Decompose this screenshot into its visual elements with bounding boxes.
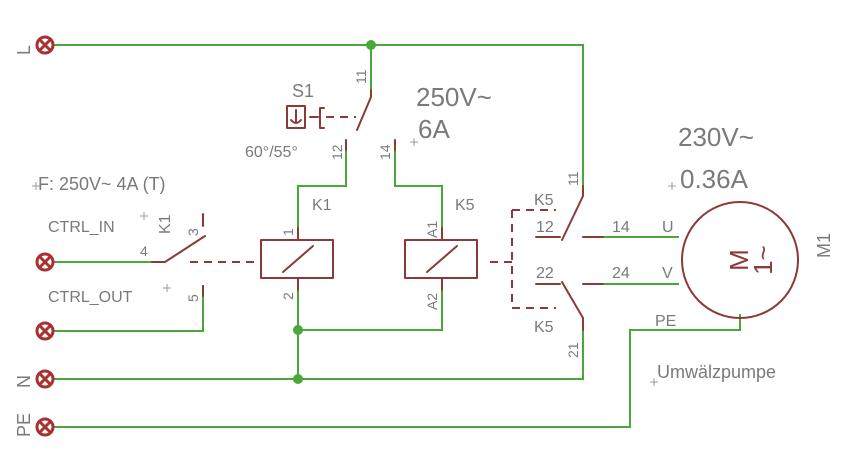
motor-terminal-pe: PE xyxy=(655,313,676,330)
terminal-l-label: L xyxy=(14,45,34,55)
k1-pin-3: 3 xyxy=(185,228,201,236)
k5-pin-21: 21 xyxy=(565,342,581,358)
wire-pe xyxy=(54,314,741,428)
pump-label: Umwälzpumpe xyxy=(657,362,776,382)
terminal-n: N xyxy=(14,369,55,389)
terminal-n-label: N xyxy=(14,375,34,388)
k5-pin-14: 14 xyxy=(612,219,630,236)
motor-terminal-v: V xyxy=(662,265,673,282)
k1-label: K1 xyxy=(312,197,332,214)
motor-rating-current: 0.36A xyxy=(680,164,749,194)
junction-n-coil xyxy=(293,325,303,335)
wire-s1-to-k5-coil xyxy=(394,149,443,241)
k5-top-label: K5 xyxy=(534,192,554,209)
ctrl-out-label: CTRL_OUT xyxy=(48,289,133,306)
motor-name: M1 xyxy=(814,233,834,258)
terminal-pe-label: PE xyxy=(14,413,34,437)
s1-label: S1 xyxy=(292,81,314,101)
wire-k5-coil-bottom xyxy=(297,285,443,331)
s1-pin-11: 11 xyxy=(353,69,369,84)
wire-n-bus xyxy=(54,329,584,380)
wire-ctrl-out xyxy=(54,285,204,332)
k5-pin-12: 12 xyxy=(536,219,554,236)
junction-l xyxy=(366,40,376,50)
terminal-pe: PE xyxy=(14,413,55,437)
wires xyxy=(54,40,741,428)
k1-coil: K1 1 2 xyxy=(260,197,334,300)
k1-coil-pin-2: 2 xyxy=(280,292,296,300)
contact-rating-current: 6A xyxy=(418,114,450,144)
wire-l-bus xyxy=(54,44,584,187)
k5-pin-22: 22 xyxy=(536,265,554,282)
motor-phase: 1~ xyxy=(748,245,778,275)
k5-coil-pin-a1: A1 xyxy=(424,221,440,238)
k1-pin-5: 5 xyxy=(185,294,201,302)
motor-rating-voltage: 230V~ xyxy=(678,122,754,152)
terminal-ctrl-in xyxy=(35,252,55,272)
wire-s1-to-k1-coil xyxy=(297,149,347,241)
k5-bottom-label: K5 xyxy=(534,319,554,336)
terminal-l: L xyxy=(14,35,55,55)
k5-coil-pin-a2: A2 xyxy=(424,293,440,310)
s1-pin-12: 12 xyxy=(329,144,345,160)
motor-m1: 230V~ 0.36A M1 M 1~ U V PE xyxy=(655,122,834,330)
k1-contact: K1 4 3 5 xyxy=(140,213,255,302)
thermostat-setpoint: 60°/55° xyxy=(245,144,298,161)
k5-pin-11: 11 xyxy=(565,171,581,186)
motor-symbol: M xyxy=(724,249,754,271)
terminal-ctrl-out xyxy=(35,321,55,341)
k1-side-label: K1 xyxy=(157,214,174,234)
k5-pin-24: 24 xyxy=(612,265,630,282)
s1-pin-14: 14 xyxy=(377,144,393,160)
junction-n-bus xyxy=(293,374,303,384)
k5-contacts: K5 K5 11 12 14 22 24 21 xyxy=(511,171,630,358)
thermostat-s1: S1 60°/55° 11 12 14 xyxy=(245,69,396,161)
motor-terminal-u: U xyxy=(662,219,674,236)
origin-markers xyxy=(32,138,676,386)
contact-rating-voltage: 250V~ xyxy=(416,82,492,112)
k1-pin-4: 4 xyxy=(140,243,148,259)
k1-coil-pin-1: 1 xyxy=(280,228,296,236)
k5-coil: K5 A1 A2 xyxy=(404,197,512,310)
fuse-label: F: 250V~ 4A (T) xyxy=(38,174,166,194)
k5-label: K5 xyxy=(455,197,475,214)
ctrl-in-label: CTRL_IN xyxy=(48,219,115,236)
